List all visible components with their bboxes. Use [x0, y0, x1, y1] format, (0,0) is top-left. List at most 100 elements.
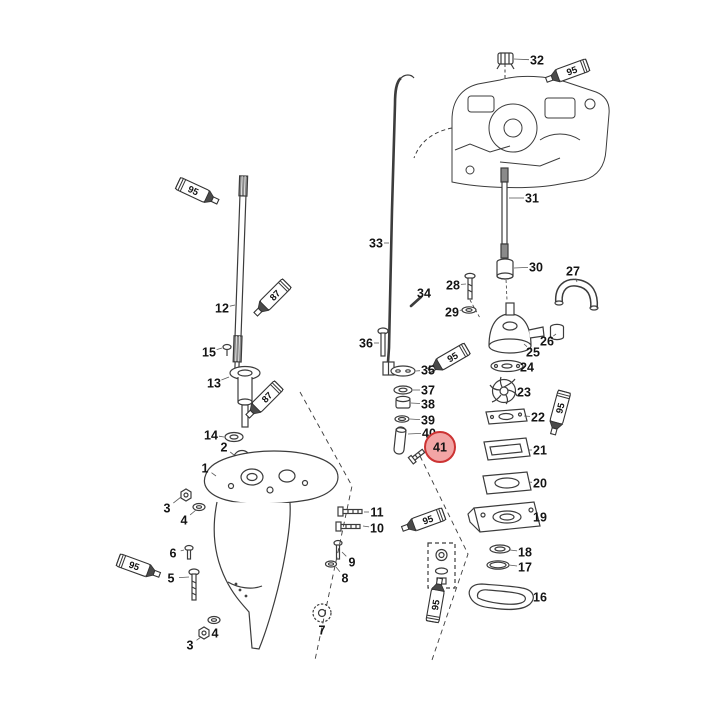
- sealant-tube[interactable]: 95: [174, 177, 220, 207]
- part-callout-9[interactable]: 9: [349, 556, 356, 570]
- sealant-tube[interactable]: 95: [547, 389, 571, 436]
- part-callout-39[interactable]: 39: [421, 414, 435, 428]
- sealant-tube[interactable]: 87: [243, 380, 284, 421]
- leader-line: [229, 451, 235, 456]
- tube-crimp: [458, 345, 467, 358]
- leader-line: [513, 58, 530, 61]
- part-32-mount: [496, 52, 515, 70]
- part-callout-6[interactable]: 6: [170, 547, 177, 561]
- tube-label: 95: [127, 560, 141, 574]
- leader-line: [335, 566, 341, 573]
- leader-line: [211, 472, 217, 477]
- leader-line: [407, 433, 422, 435]
- part-callout-12[interactable]: 12: [215, 302, 229, 316]
- tube-tip: [435, 577, 444, 586]
- tube-tip: [245, 409, 255, 419]
- part-callout-15[interactable]: 15: [202, 346, 216, 360]
- part-callout-1[interactable]: 1: [202, 462, 209, 476]
- part-callout-27[interactable]: 27: [566, 265, 580, 279]
- part-callout-37[interactable]: 37: [421, 384, 435, 398]
- part-callout-36[interactable]: 36: [359, 337, 373, 351]
- part-callout-24[interactable]: 24: [520, 361, 534, 375]
- tube-crimp: [556, 394, 570, 400]
- part-callout-25[interactable]: 25: [526, 346, 540, 360]
- part-11-bolt: [337, 506, 363, 517]
- part-29-washer: [461, 306, 477, 314]
- leader-line: [409, 418, 421, 420]
- leader-line: [218, 435, 225, 438]
- part-23-impeller: [489, 376, 518, 405]
- tube-tip: [427, 364, 437, 374]
- tube-crimp: [177, 178, 184, 191]
- part-7-anode: [312, 603, 332, 623]
- part-callout-31[interactable]: 31: [525, 192, 539, 206]
- sealant-tube[interactable]: 95: [400, 507, 447, 535]
- part-callout-22[interactable]: 22: [531, 411, 545, 425]
- part-21-gasket: [483, 437, 531, 461]
- part-callout-18[interactable]: 18: [518, 546, 532, 560]
- part-callout-20[interactable]: 20: [533, 477, 547, 491]
- sealant-tube[interactable]: 87: [251, 278, 292, 319]
- part-callout-21[interactable]: 21: [533, 444, 547, 458]
- part-callout-26[interactable]: 26: [540, 335, 554, 349]
- part-30-bushing: [496, 258, 514, 280]
- tube-crimp: [558, 389, 571, 394]
- tube-crimp: [120, 555, 127, 568]
- leader-line: [216, 347, 223, 350]
- part-callout-16[interactable]: 16: [533, 591, 547, 605]
- part-callout-35[interactable]: 35: [421, 364, 435, 378]
- leader-line: [513, 267, 529, 269]
- part-35-plate: [390, 365, 416, 377]
- part-callout-32[interactable]: 32: [530, 54, 544, 68]
- sealant-tube[interactable]: 95: [544, 58, 591, 86]
- part-callout-28[interactable]: 28: [446, 279, 460, 293]
- part-callout-19[interactable]: 19: [533, 511, 547, 525]
- tube-crimp: [115, 553, 121, 567]
- seal-kit-box: [427, 542, 456, 589]
- tube-crimp: [279, 280, 290, 291]
- tube-tip: [210, 196, 220, 205]
- tube-tip: [152, 569, 162, 578]
- part-callout-33[interactable]: 33: [369, 237, 383, 251]
- part-callout-17[interactable]: 17: [518, 561, 532, 575]
- leader-line: [173, 496, 182, 504]
- part-callout-34[interactable]: 34: [417, 287, 431, 301]
- part-callout-8[interactable]: 8: [342, 572, 349, 586]
- sealant-tube[interactable]: 95: [425, 577, 446, 624]
- part-callout-13[interactable]: 13: [207, 377, 221, 391]
- leader-line: [523, 343, 528, 347]
- part-callout-3[interactable]: 3: [164, 502, 171, 516]
- part-callout-4[interactable]: 4: [181, 514, 188, 528]
- part-callout-30[interactable]: 30: [529, 261, 543, 275]
- part-callout-41[interactable]: 41: [433, 441, 447, 455]
- part-callout-2[interactable]: 2: [221, 441, 228, 455]
- leader-line: [508, 564, 518, 567]
- sealant-tube[interactable]: 95: [426, 342, 471, 376]
- part-callout-3[interactable]: 3: [187, 639, 194, 653]
- leader-line: [196, 636, 202, 641]
- part-callout-38[interactable]: 38: [421, 398, 435, 412]
- tube-tip: [549, 427, 558, 436]
- part-40-tube: [393, 426, 407, 455]
- sealant-tube[interactable]: 95: [115, 553, 162, 581]
- part-callout-29[interactable]: 29: [445, 306, 459, 320]
- part-callout-23[interactable]: 23: [517, 386, 531, 400]
- part-callout-7[interactable]: 7: [319, 624, 326, 638]
- leader-line: [189, 509, 197, 516]
- part-callout-4[interactable]: 4: [212, 627, 219, 641]
- tube-tip: [400, 523, 410, 532]
- part-callout-5[interactable]: 5: [168, 572, 175, 586]
- part-callout-14[interactable]: 14: [204, 429, 218, 443]
- part-3-nut: [180, 488, 192, 502]
- part-callout-10[interactable]: 10: [370, 522, 384, 536]
- part-34-pin: [409, 295, 423, 308]
- part-31-shaft: [500, 167, 509, 301]
- part-37-washer: [393, 385, 413, 395]
- tube-label: 95: [554, 401, 568, 415]
- tube-crimp: [174, 177, 182, 190]
- leader-line: [575, 278, 578, 283]
- part-callout-11[interactable]: 11: [370, 506, 383, 520]
